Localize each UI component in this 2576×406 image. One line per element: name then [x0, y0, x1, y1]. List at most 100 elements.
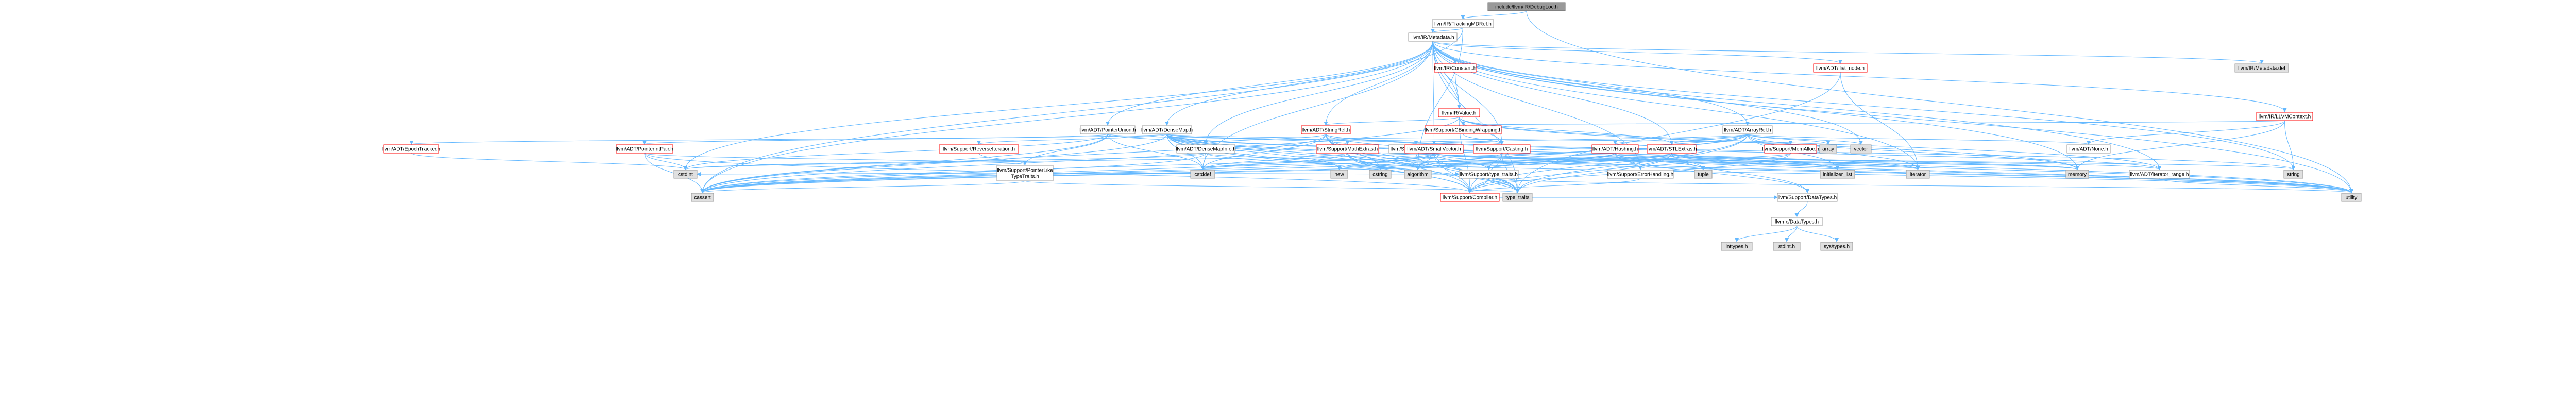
edge-stringref-to-densemapinfo — [1204, 133, 1326, 145]
edge-ptrunion-to-cstdint — [683, 133, 1108, 170]
node-llvmctx[interactable]: llvm/IR/LLVMContext.h — [2256, 112, 2313, 121]
edge-smallvector-to-cstddef — [1200, 153, 1434, 170]
node-errhandling[interactable]: llvm/Support/ErrorHandling.h — [1607, 170, 1674, 179]
node-none-label: llvm/ADT/None.h — [2069, 147, 2108, 153]
node-smallvector-box — [1404, 144, 1464, 154]
node-cstring: cstring — [1369, 170, 1392, 179]
edge-ptrlike-to-cstdint — [697, 172, 997, 176]
node-typetraits: type_traits — [1502, 193, 1533, 202]
node-cdatatypes[interactable]: llvm-c/DataTypes.h — [1771, 217, 1823, 226]
node-metadata[interactable]: llvm/IR/Metadata.h — [1408, 32, 1458, 42]
node-densemapinfo-box — [1176, 144, 1235, 154]
edge-densemap-to-mathextras — [1166, 133, 1350, 145]
edge-hashing-to-tuple — [1615, 153, 1705, 170]
node-llvmctx-box — [2256, 112, 2313, 121]
edge-tracking-to-cassert — [700, 27, 1463, 193]
node-vector: vector — [1850, 144, 1872, 154]
node-memory: memory — [2065, 170, 2089, 179]
edge-metadata-to-stlextras — [1432, 41, 1674, 145]
edge-metadata-to-iterrange — [1432, 41, 2162, 170]
edge-arrayref-to-algorithm — [1416, 133, 1748, 170]
node-densemap[interactable]: llvm/ADT/DenseMap.h — [1141, 125, 1193, 134]
node-typetraits_llvm[interactable]: llvm/Support/type_traits.h — [1459, 170, 1519, 179]
node-stringref-label: llvm/ADT/StringRef.h — [1302, 128, 1350, 133]
edge-ilist-to-iterator — [1840, 72, 1920, 170]
node-root[interactable]: include/llvm/IR/DebugLoc.h — [1487, 2, 1566, 11]
node-constant[interactable]: llvm/IR/Constant.h — [1434, 63, 1477, 73]
node-string-label: string — [2287, 172, 2299, 178]
node-inttypes-box — [1721, 242, 1753, 251]
node-densemapinfo-label: llvm/ADT/DenseMapInfo.h — [1176, 147, 1236, 153]
node-compiler-label: llvm/Support/Compiler.h — [1443, 195, 1497, 201]
edge-llvmctx-to-string — [2284, 120, 2296, 170]
node-mathextras-box — [1316, 144, 1379, 154]
node-compiler[interactable]: llvm/Support/Compiler.h — [1440, 193, 1500, 202]
node-stdint-label: stdint.h — [1778, 244, 1795, 250]
node-smallvector[interactable]: llvm/ADT/SmallVector.h — [1404, 144, 1464, 154]
node-vector-label: vector — [1854, 147, 1868, 153]
node-datatypes[interactable]: llvm/Support/DataTypes.h — [1777, 193, 1838, 202]
edge-metadata-to-densemap — [1165, 41, 1433, 126]
node-tracking-label: llvm/IR/TrackingMDRef.h — [1434, 22, 1492, 27]
node-reverseiter[interactable]: llvm/Support/ReverseIteration.h — [939, 144, 1019, 154]
edge-metadata-to-cstdint — [683, 41, 1433, 170]
edge-densemap-to-utility — [1166, 133, 2353, 193]
node-mathextras[interactable]: llvm/Support/MathExtras.h — [1316, 144, 1379, 154]
edge-smallvector-to-typetraits_llvm — [1434, 153, 1491, 170]
node-tracking[interactable]: llvm/IR/TrackingMDRef.h — [1432, 19, 1494, 28]
edge-densemapinfo-to-utility — [1206, 153, 2353, 193]
node-memalloc[interactable]: llvm/Support/MemAlloc.h — [1762, 144, 1819, 154]
node-inttypes: inttypes.h — [1721, 242, 1753, 251]
edge-stlextras-to-algorithm — [1416, 153, 1672, 170]
node-hashing-label: llvm/ADT/Hashing.h — [1592, 147, 1638, 153]
node-reverseiter-label: llvm/Support/ReverseIteration.h — [943, 147, 1015, 153]
node-ilist-label: llvm/ADT/ilist_node.h — [1816, 66, 1865, 72]
node-cstdint-box — [673, 170, 698, 179]
node-value-label: llvm/IR/Value.h — [1442, 111, 1477, 116]
node-hashing[interactable]: llvm/ADT/Hashing.h — [1591, 144, 1639, 154]
edge-densemapinfo-to-cstdint — [683, 153, 1206, 170]
edge-densemap-to-memalloc — [1166, 133, 1792, 145]
edge-metadata-to-arrayref — [1432, 41, 1750, 126]
node-systypes-label: sys/types.h — [1824, 244, 1850, 250]
edge-cdatatypes-to-stdint — [1785, 225, 1797, 242]
node-densemap-box — [1142, 125, 1192, 134]
dependency-edges — [410, 10, 2353, 242]
node-cassert: cassert — [691, 193, 714, 202]
node-casting[interactable]: llvm/Support/Casting.h — [1473, 144, 1531, 154]
edge-value-to-stringref — [1324, 116, 1460, 126]
node-value[interactable]: llvm/IR/Value.h — [1438, 108, 1480, 117]
edge-typetraits_llvm-to-utility — [1488, 178, 2353, 193]
node-ptrintpair-box — [616, 144, 673, 154]
node-stringref-box — [1301, 125, 1351, 134]
node-root-box — [1487, 2, 1566, 11]
node-array-box — [1819, 144, 1837, 154]
node-ptrlike-label: llvm/Support/PointerLike — [997, 168, 1053, 174]
node-constant-box — [1434, 63, 1477, 73]
node-epoch[interactable]: llvm/ADT/EpochTracker.h — [382, 144, 440, 154]
node-densemapinfo[interactable]: llvm/ADT/DenseMapInfo.h — [1176, 144, 1236, 154]
node-iterrange[interactable]: llvm/ADT/iterator_range.h — [2129, 170, 2190, 179]
node-ptrunion[interactable]: llvm/ADT/PointerUnion.h — [1079, 125, 1136, 134]
node-new: new — [1330, 170, 1348, 179]
node-cbw[interactable]: llvm/Support/CBindingWrapping.h — [1425, 125, 1502, 134]
node-casting-label: llvm/Support/Casting.h — [1476, 147, 1528, 153]
node-cstdint: cstdint — [673, 170, 698, 179]
edge-arrayref-to-smallvector — [1432, 133, 1748, 145]
edge-ptrlike-to-typetraits — [1025, 180, 1519, 193]
edge-metadata-to-utility — [1432, 41, 2353, 193]
node-stlextras[interactable]: llvm/ADT/STLExtras.h — [1646, 144, 1697, 154]
node-none[interactable]: llvm/ADT/None.h — [2066, 144, 2111, 154]
node-smallvector-label: llvm/ADT/SmallVector.h — [1407, 147, 1461, 153]
node-arrayref[interactable]: llvm/ADT/ArrayRef.h — [1722, 125, 1773, 134]
node-stringref[interactable]: llvm/ADT/StringRef.h — [1301, 125, 1351, 134]
node-ilist[interactable]: llvm/ADT/ilist_node.h — [1813, 63, 1868, 73]
node-stlextras-label: llvm/ADT/STLExtras.h — [1646, 147, 1697, 153]
node-cstddef-box — [1190, 170, 1215, 179]
node-ilist-box — [1813, 63, 1868, 73]
edge-densemap-to-epoch — [410, 133, 1167, 145]
edge-densemapinfo-to-cassert — [700, 153, 1206, 193]
node-metadata-box — [1408, 32, 1458, 42]
node-ptrintpair[interactable]: llvm/ADT/PointerIntPair.h — [616, 144, 673, 154]
